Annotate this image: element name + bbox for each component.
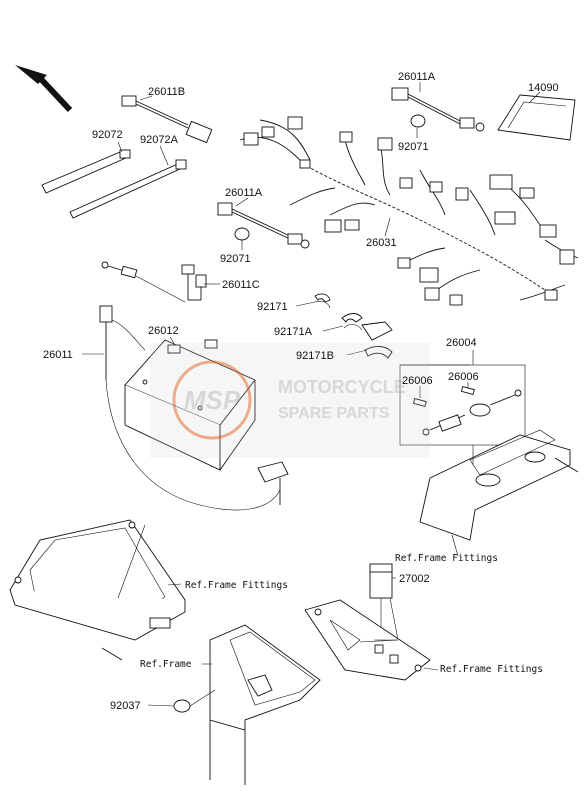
label-92171b: 92171B	[296, 350, 334, 362]
band-clamp-92072a	[69, 159, 187, 219]
watermark-line1: MOTORCYCLE	[278, 377, 406, 397]
ref-frame-fittings-right: Ref.Frame Fittings	[395, 553, 498, 564]
ref-frame-fittings-bottom: Ref.Frame Fittings	[440, 664, 543, 675]
label-26006-a: 26006	[402, 375, 433, 387]
relay-mounting-plate	[304, 599, 431, 681]
fuse-26006-a	[412, 397, 427, 408]
lead-26011a-top	[391, 87, 485, 132]
watermark-line2: SPARE PARTS	[278, 405, 390, 422]
clamp-92171	[314, 293, 331, 309]
grommet-92071-mid	[234, 227, 250, 241]
label-92072: 92072	[92, 129, 123, 141]
label-26011b: 26011B	[148, 86, 185, 98]
fuse-holder-lead	[422, 389, 522, 436]
label-92071-top: 92071	[398, 141, 429, 153]
watermark: MSP MOTORCYCLE SPARE PARTS	[150, 343, 430, 458]
watermark-logo: MSP	[184, 385, 241, 415]
clamp-92171a	[341, 313, 363, 331]
leader-lines	[82, 82, 541, 707]
bracket-frame	[419, 429, 579, 541]
battery-26012	[124, 339, 256, 471]
label-92072a: 92072A	[140, 134, 179, 146]
label-26011a-top: 26011A	[398, 71, 436, 83]
battery-cable-26011	[99, 305, 289, 511]
label-26012: 26012	[148, 325, 179, 337]
band-clamp-92072	[41, 149, 131, 194]
clamp-92171b	[361, 321, 393, 359]
ref-frame-fittings-left: Ref.Frame Fittings	[185, 580, 288, 591]
frame-section	[209, 624, 321, 785]
label-26011a-mid: 26011A	[225, 187, 263, 199]
clamp-92037	[173, 689, 216, 713]
battery-cable-negative	[101, 261, 186, 303]
label-26011c: 26011C	[222, 279, 260, 291]
label-92171: 92171	[257, 301, 288, 313]
lead-26011b	[121, 95, 213, 144]
label-26031: 26031	[366, 237, 397, 249]
label-92037: 92037	[110, 700, 141, 712]
label-26004: 26004	[446, 337, 477, 349]
group-box-26004	[399, 350, 526, 446]
label-92171a: 92171A	[274, 326, 313, 338]
cover-14090	[497, 94, 576, 141]
ref-frame: Ref.Frame	[140, 659, 192, 670]
lead-26011a-mid	[217, 202, 310, 249]
battery-case	[9, 519, 186, 661]
front-direction-arrow-icon	[15, 65, 73, 113]
label-26011: 26011	[43, 349, 73, 361]
fuse-26006-b	[460, 385, 475, 396]
lead-26011c	[181, 264, 207, 301]
label-27002: 27002	[399, 573, 430, 585]
label-92071-mid: 92071	[220, 253, 251, 265]
label-26006-b: 26006	[448, 371, 479, 383]
main-harness-26031	[239, 116, 579, 306]
label-14090: 14090	[528, 82, 559, 94]
grommet-92071-top	[410, 114, 426, 128]
